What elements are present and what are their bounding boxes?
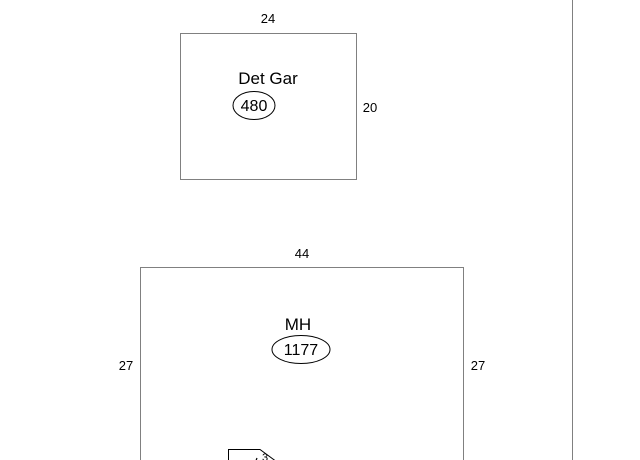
house-area-ellipse [271, 335, 331, 364]
garage-area: 480 [241, 98, 268, 115]
house-outline [140, 267, 464, 460]
garage-group: 24 20 Det Gar 480 [180, 11, 377, 180]
garage-depth-dimension: 20 [363, 100, 377, 115]
porch-dimension-partial: 3 [262, 452, 268, 460]
house-width-dimension: 44 [295, 246, 309, 261]
house-right-dimension: 27 [471, 358, 485, 373]
porch-outline [228, 449, 276, 460]
garage-outline [180, 33, 357, 180]
porch-label-partial-glyphs [255, 457, 258, 460]
porch-group: 3 [228, 449, 276, 460]
house-label: MH [285, 315, 311, 334]
garage-width-dimension: 24 [261, 11, 275, 26]
garage-label: Det Gar [238, 69, 298, 88]
garage-area-ellipse [232, 91, 276, 120]
house-left-dimension: 27 [119, 358, 133, 373]
house-area: 1177 [284, 342, 319, 359]
house-group: 44 27 27 MH 1177 [119, 246, 485, 460]
